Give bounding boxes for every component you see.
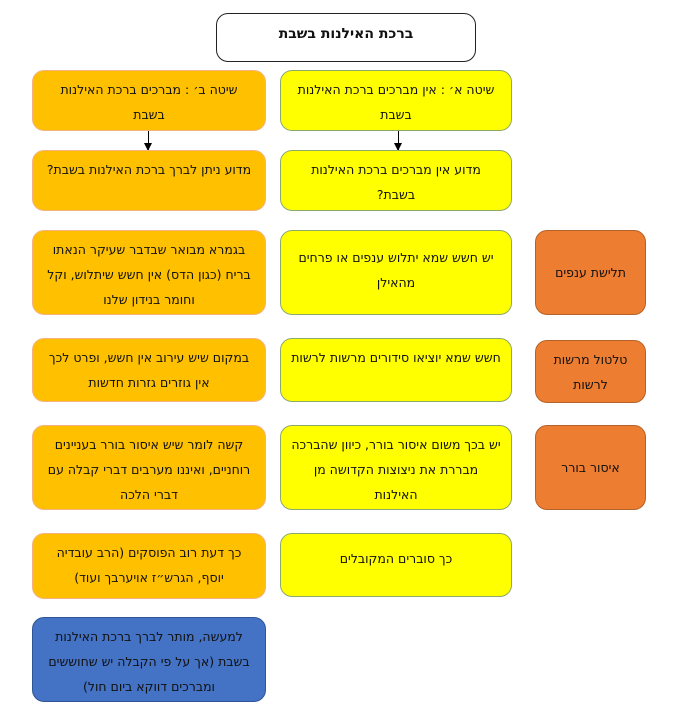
topic-carrying: טלטול מרשות לרשות: [535, 340, 646, 403]
opinion-a-reason-2: חשש שמא יוציאו סידורים מרשות לרשות: [280, 338, 512, 402]
opinion-b-reason-2: במקום שיש עירוב אין חשש, ופרט לכך אין גו…: [32, 338, 266, 402]
opinion-a-heading: שיטה א׳ : אין מברכים ברכת האילנות בשבת: [280, 70, 512, 131]
arrow-b: [144, 131, 152, 151]
topic-borer: איסור בורר: [535, 425, 646, 510]
arrow-a: [394, 131, 402, 151]
opinion-a-question: מדוע אין מברכים ברכת האילנות בשבת?: [280, 150, 512, 211]
conclusion: למעשה, מותר לברך ברכת האילנות בשבת (אך ע…: [32, 617, 266, 702]
opinion-a-reason-4: כך סוברים המקובלים: [280, 533, 512, 597]
opinion-b-reason-4: כך דעת רוב הפוסקים (הרב עובדיה יוסף, הגר…: [32, 533, 266, 599]
opinion-b-heading: שיטה ב׳ : מברכים ברכת האילנות בשבת: [32, 70, 266, 131]
diagram-title: ברכת האילנות בשבת: [216, 13, 476, 62]
opinion-a-reason-1: יש חשש שמא יתלוש ענפים או פרחים מהאילן: [280, 230, 512, 315]
opinion-b-reason-3: קשה לומר שיש איסור בורר בעניינים רוחניים…: [32, 425, 266, 510]
topic-tearing-branches: תלישת ענפים: [535, 230, 646, 315]
opinion-b-reason-1: בגמרא מבואר שבדבר שעיקר הנאתו בריח (כגון…: [32, 230, 266, 315]
opinion-a-reason-3: יש בכך משום איסור בורר, כיוון שהברכה מבר…: [280, 425, 512, 510]
opinion-b-question: מדוע ניתן לברך ברכת האילנות בשבת?: [32, 150, 266, 211]
